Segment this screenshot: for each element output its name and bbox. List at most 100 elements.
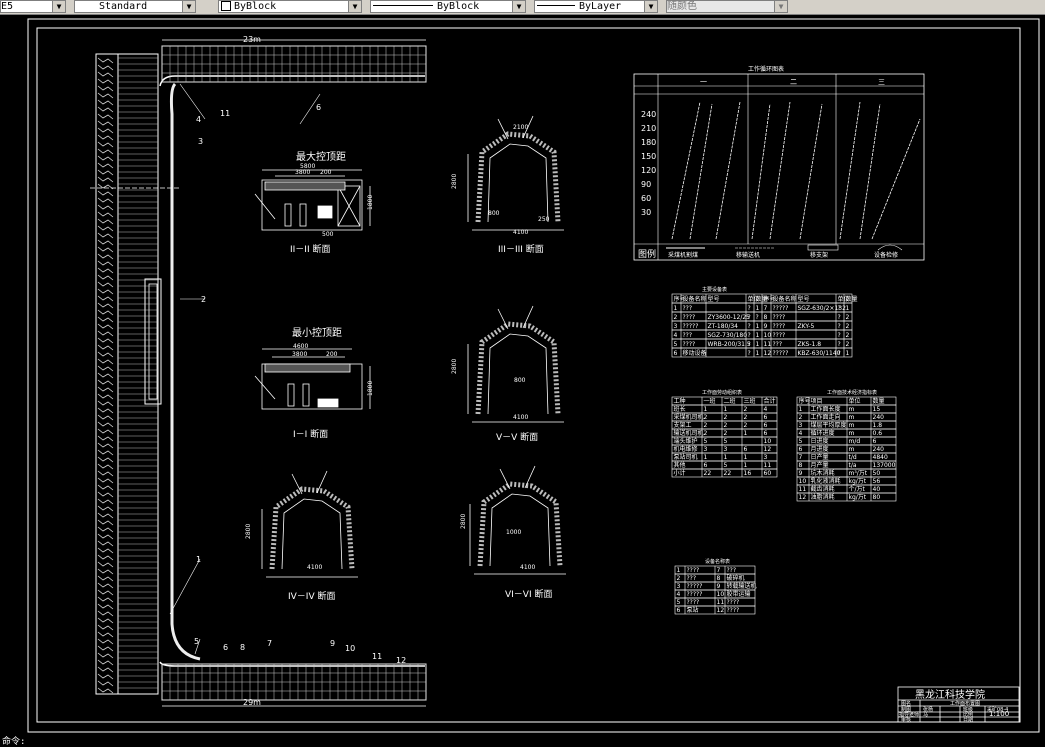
table-cell: 2	[704, 422, 708, 429]
table-cell: ZT-180/34	[708, 323, 739, 330]
table-cell: ????	[727, 607, 740, 614]
line-sample-icon	[373, 4, 433, 6]
schedule-title: 工作循环图表	[748, 65, 784, 73]
tb-row2-c: 班级	[963, 706, 973, 713]
table-cell: 月产量	[811, 461, 829, 469]
table-cell: m	[849, 446, 855, 453]
table-cell: ????	[687, 567, 700, 574]
lineweight-label: ByLayer	[579, 1, 622, 12]
section-4-name: IV－IV 断面	[288, 590, 335, 602]
callout-3: 3	[198, 137, 203, 146]
coal-wall-hatch	[95, 53, 159, 695]
tech-table-title: 工作面技术经济指标表	[827, 389, 877, 396]
table-cell: 3	[674, 323, 678, 330]
table-cell: 3	[764, 454, 768, 461]
table-cell: 6	[764, 430, 768, 437]
chevron-down-icon[interactable]: ▼	[182, 1, 195, 12]
table-cell: 15	[873, 406, 881, 413]
table-cell: ?	[838, 350, 841, 357]
equipment-table-title: 主要设备表	[702, 286, 727, 293]
table-cell: 22	[724, 470, 732, 477]
linetype-dropdown[interactable]: ByBlock▼	[370, 0, 526, 13]
table-cell: 6	[764, 422, 768, 429]
outer-border	[27, 18, 1040, 733]
table-cell: 6	[873, 438, 877, 445]
section-3-dim-2100: 2100	[513, 124, 528, 131]
table-cell: 设备名称	[773, 295, 797, 303]
table-cell: 月进度	[811, 445, 829, 453]
table-cell: 1	[756, 323, 760, 330]
text-style-dropdown[interactable]: Standard▼	[74, 0, 196, 13]
dim-500: 500	[322, 231, 334, 238]
table-cell: 40	[873, 486, 881, 493]
plot-style-dropdown[interactable]: 随颜色 ▼	[666, 0, 788, 13]
bottom-dimension: 29m	[243, 698, 261, 707]
callout-4: 4	[196, 115, 201, 124]
table-cell: ?	[748, 305, 751, 312]
table-cell: 个/万t	[849, 486, 866, 493]
table-cell: 日产量	[811, 453, 829, 461]
table-cell: 1	[724, 454, 728, 461]
table-cell: ????	[683, 314, 696, 321]
table-cell: 循环进度	[811, 429, 835, 437]
table-cell: 4	[799, 430, 803, 437]
table-cell: 输送机司机	[674, 429, 704, 437]
table-cell: 单位	[849, 397, 861, 405]
chevron-down-icon[interactable]: ▼	[348, 1, 361, 12]
chevron-down-icon[interactable]: ▼	[512, 1, 525, 12]
table-cell: 5	[704, 438, 708, 445]
table-cell: 设备名称	[683, 295, 707, 303]
section-6-width: 4100	[520, 564, 535, 571]
y-tick-label: 150	[641, 152, 656, 161]
table-cell: WRB-200/31.5	[708, 341, 751, 348]
table-cell: 序号	[674, 295, 686, 303]
tb-row4-a: 审核	[901, 716, 911, 723]
section-max-name: II－II 断面	[290, 243, 330, 255]
tb-row1-label: 图名	[901, 700, 911, 707]
table-cell: kg/万t	[849, 478, 867, 485]
table-cell: 合计	[764, 397, 776, 405]
table-cell: ?	[748, 341, 751, 348]
table-cell: ZY3600-12/25	[708, 314, 751, 321]
section-3-name: III－III 断面	[498, 243, 544, 255]
shift-1: 一	[700, 78, 707, 86]
section-min-title: 最小控顶距	[292, 326, 342, 339]
callout-11: 11	[372, 652, 382, 661]
table-cell: 2	[744, 406, 748, 413]
table-cell: 4	[764, 406, 768, 413]
callout-7: 7	[267, 639, 272, 648]
table-cell: 移动设备	[683, 349, 707, 357]
chevron-down-icon[interactable]: ▼	[644, 1, 657, 12]
table-cell: ???	[727, 567, 737, 574]
chevron-down-icon[interactable]: ▼	[52, 1, 65, 12]
callout-11-top: 11	[220, 109, 230, 118]
command-line[interactable]: 命令:	[0, 737, 1045, 747]
table-cell: m/d	[849, 438, 861, 445]
lineweight-dropdown[interactable]: ByLayer ▼	[534, 0, 658, 13]
table-cell: ZKY-5	[798, 323, 815, 330]
callout-2: 2	[201, 295, 206, 304]
table-cell: ????	[773, 314, 786, 321]
section-3-dim-250: 250	[538, 216, 550, 223]
text-style-dropdown-left[interactable]: E5▼	[0, 0, 66, 13]
model-space-canvas[interactable]: 23m 29m 11 4 3 2 1 5 6 8 7 9 10 11 12 6 …	[0, 14, 1045, 737]
table-cell: 1	[704, 454, 708, 461]
section-4-height: 2800	[245, 524, 252, 539]
table-cell: 2	[744, 414, 748, 421]
table-cell: 采煤机司机	[674, 413, 704, 421]
y-tick-label: 210	[641, 124, 656, 133]
table-cell: 240	[873, 414, 885, 421]
table-cell: 型号	[708, 295, 720, 303]
section-min-control	[254, 348, 371, 410]
table-cell: ?	[748, 350, 751, 357]
table-cell: 60	[764, 470, 772, 477]
layer-linetype-dropdown[interactable]: ByBlock▼	[218, 0, 362, 13]
table-cell: 3	[724, 446, 728, 453]
table-cell: 2	[846, 341, 850, 348]
chevron-down-icon[interactable]: ▼	[774, 1, 787, 12]
table-cell: 煤层平均厚度	[811, 421, 847, 429]
section-5-height: 2800	[451, 359, 458, 374]
section-max-title: 最大控顶距	[296, 150, 346, 163]
color-label: 随颜色	[667, 1, 697, 12]
table-cell: 工作面长度	[811, 405, 841, 413]
